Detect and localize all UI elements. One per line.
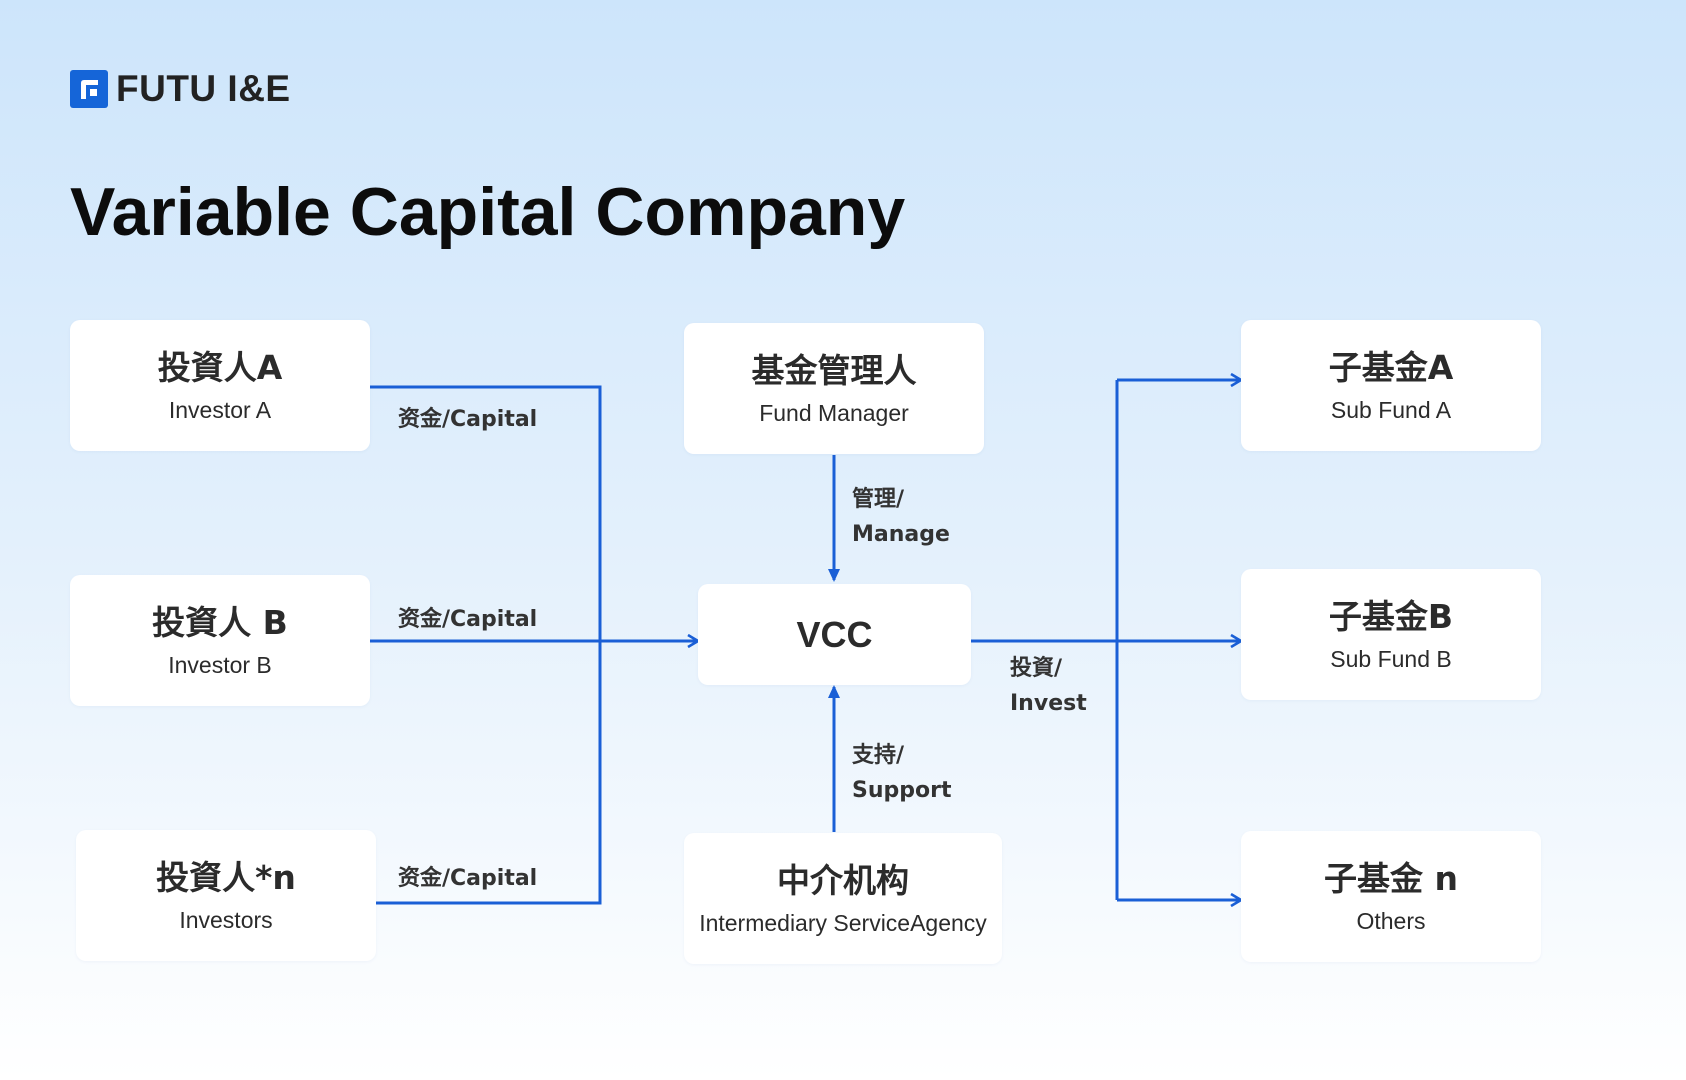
node-sub-fund-a: 子基金A Sub Fund A <box>1241 320 1541 451</box>
node-intermediary-en: Intermediary ServiceAgency <box>699 909 987 936</box>
node-sub-fund-b: 子基金B Sub Fund B <box>1241 569 1541 700</box>
node-investor-a: 投資人A Investor A <box>70 320 370 451</box>
node-fund-manager: 基金管理人 Fund Manager <box>684 323 984 454</box>
edge-label-manage: 管理/ Manage <box>852 482 950 552</box>
node-investors-en: Investors <box>179 906 273 933</box>
node-investor-b-zh: 投資人 B <box>152 602 288 642</box>
node-intermediary: 中介机构 Intermediary ServiceAgency <box>684 833 1002 964</box>
node-others-zh: 子基金 n <box>1324 858 1458 898</box>
node-sub-fund-a-en: Sub Fund A <box>1330 396 1452 423</box>
edge-label-capital-n: 资金/Capital <box>398 866 538 891</box>
node-investor-a-en: Investor A <box>168 396 272 423</box>
node-intermediary-zh: 中介机构 <box>777 860 909 900</box>
edge-label-support-zh: 支持/ <box>852 743 905 768</box>
edge-label-capital-b: 资金/Capital <box>398 607 538 632</box>
node-others: 子基金 n Others <box>1241 831 1541 962</box>
node-investors-zh: 投資人*n <box>156 857 296 897</box>
edge-label-manage-zh: 管理/ <box>852 487 905 512</box>
page-title: Variable Capital Company <box>70 174 906 250</box>
edge-label-support: 支持/ Support <box>852 738 951 808</box>
node-vcc-label: VCC <box>796 613 873 655</box>
edge-label-capital-a: 资金/Capital <box>398 407 538 432</box>
node-fund-manager-en: Fund Manager <box>759 399 909 426</box>
edge-label-invest-en: Invest <box>1010 691 1087 716</box>
edge-label-invest-zh: 投資/ <box>1010 656 1063 681</box>
edge-label-support-en: Support <box>852 778 952 803</box>
node-others-en: Others <box>1356 907 1426 934</box>
brand-name: FUTU I&E <box>116 68 291 109</box>
edge-investor-a <box>370 385 602 905</box>
node-fund-manager-zh: 基金管理人 <box>751 350 917 390</box>
node-investor-a-zh: 投資人A <box>157 347 283 387</box>
node-sub-fund-a-zh: 子基金A <box>1328 347 1454 387</box>
node-investor-b-en: Investor B <box>168 651 272 678</box>
futu-logo-icon <box>70 70 108 108</box>
node-vcc: VCC <box>698 584 971 685</box>
node-investor-b: 投資人 B Investor B <box>70 575 370 706</box>
node-sub-fund-b-en: Sub Fund B <box>1330 645 1452 672</box>
node-investors: 投資人*n Investors <box>76 830 376 961</box>
node-sub-fund-b-zh: 子基金B <box>1328 596 1454 636</box>
brand-logo: FUTU I&E <box>70 70 291 108</box>
edge-label-invest: 投資/ Invest <box>1010 651 1087 721</box>
edge-label-manage-en: Manage <box>852 522 950 547</box>
